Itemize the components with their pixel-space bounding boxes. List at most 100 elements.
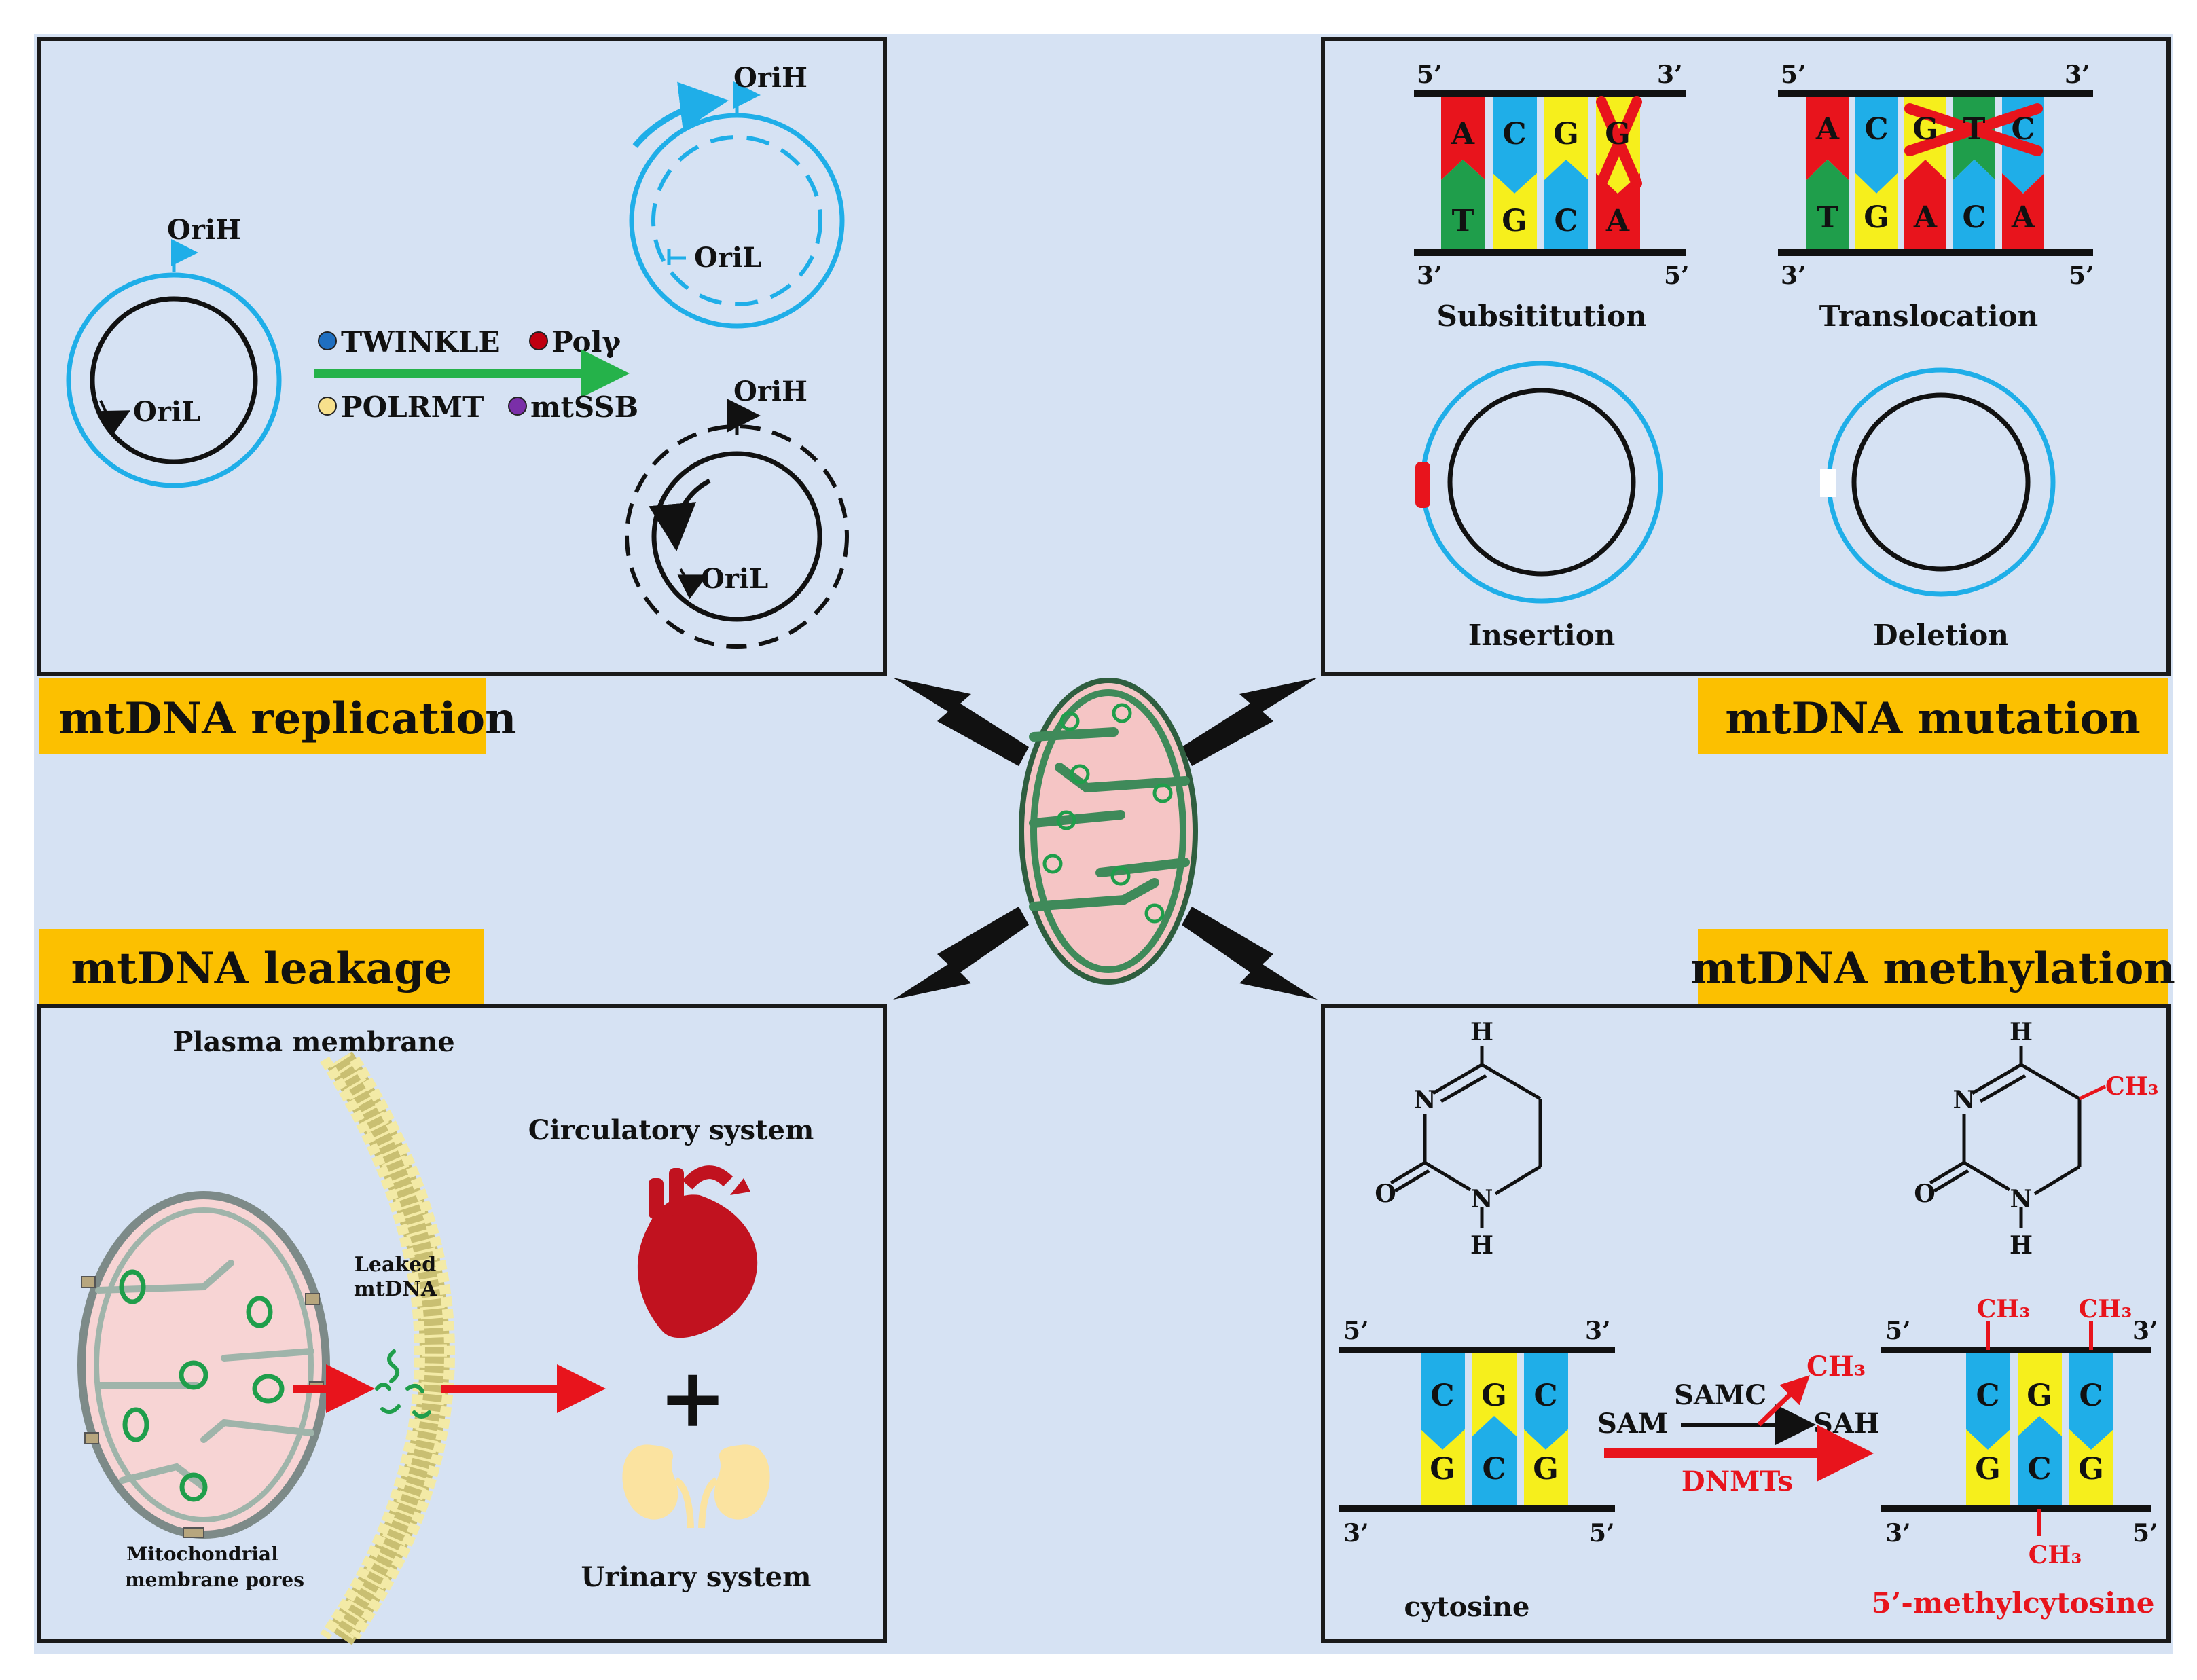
top-right-orih-arrow-icon (733, 81, 761, 117)
right-ch3-top-1: CH₃ (1977, 1295, 2030, 1323)
methylation-left-dna: 5’ 3’ 3’ 5’ C G C G C G (1339, 1317, 1615, 1548)
substitution-label: Subsititution (1436, 299, 1646, 333)
methylation-title: mtDNA methylation (1690, 943, 2175, 994)
substitution-top-3: 3’ (1657, 60, 1683, 89)
methylcytosine-structure (1929, 1046, 2107, 1228)
bottom-right-inner-arrow-icon (649, 478, 711, 551)
methylation-right-dna: 5’ 3’ 3’ 5’ C G C G C G CH₃ CH₃ CH₃ (1881, 1295, 2158, 1569)
leaky-mitochondrion-icon (77, 1191, 330, 1539)
mc-o: O (1914, 1180, 1935, 1208)
right-top-base-3: C (2079, 1378, 2103, 1413)
mc-n-bottom: N (2010, 1185, 2033, 1213)
insertion-segment (1415, 462, 1430, 508)
mc-n-ring: N (1953, 1086, 1976, 1114)
leaked-mtdna-fragments-icon (375, 1349, 431, 1419)
plasma-membrane-label: Plasma membrane (173, 1026, 454, 1058)
top-right-oril-arrow-icon (667, 249, 686, 265)
translocation-bottom-3: 3’ (1781, 261, 1806, 290)
sah-label: SAH (1813, 1408, 1880, 1440)
center-arrows (893, 678, 1318, 1000)
translocation-dna: 5’ 3’ 3’ 5’ A C G T C T G A C A Trans (1778, 60, 2094, 333)
bottom-right-orih-arrow-icon (727, 399, 761, 435)
mitochondrion-icon (1019, 678, 1198, 985)
arrow-to-leakage-icon (893, 907, 1029, 1000)
left-bottom-base-3: G (1533, 1452, 1559, 1486)
sub-top-base-1: A (1451, 117, 1475, 151)
replication-bottom-right-circle: OriH OriL (625, 376, 849, 649)
left-top-base-1: C (1430, 1378, 1454, 1413)
methylation-panel-frame (1321, 1004, 2171, 1643)
translocation-top-5: 5’ (1781, 60, 1806, 89)
translocation-top-3: 3’ (2065, 60, 2090, 89)
replication-title: mtDNA replication (58, 693, 517, 744)
replication-left-circle: OriH OriL (66, 214, 282, 488)
mc-h-top: H (2010, 1018, 2033, 1046)
sub-pair-3-top (1544, 97, 1588, 180)
arrow-to-methylation-icon (1182, 907, 1318, 1000)
trans-pair-3-bottom (1904, 160, 1946, 249)
insertion-label: Insertion (1468, 619, 1616, 652)
pores-label-line1: Mitochondrial (126, 1543, 278, 1565)
sub-pair-1-bottom (1441, 160, 1485, 249)
trans-bottom-base-3: A (1913, 200, 1938, 235)
right-bottom-base-3: G (2078, 1452, 2104, 1486)
left-dna-top-5: 5’ (1343, 1317, 1369, 1345)
replication-title-bar (39, 678, 486, 754)
top-right-arc-arrow-icon (632, 81, 729, 148)
bottom-right-orih-label: OriH (733, 376, 807, 407)
replication-top-right-circle: OriH OriL (629, 62, 845, 329)
left-orih-label: OriH (167, 214, 241, 246)
translocation-cross-icon (1904, 103, 2043, 156)
replication-factors: TWINKLE Polγ POLRMT mtSSB (314, 325, 638, 424)
arrow-to-replication-icon (893, 678, 1029, 766)
sub-pair-1-top (1441, 97, 1485, 180)
leakage-panel: Plasma membrane (37, 1004, 887, 1645)
leakage-title: mtDNA leakage (71, 943, 452, 994)
right-top-base-2: G (2027, 1378, 2052, 1413)
methylation-panel: H N O N H H N O N H CH₃ 5’ (1321, 1004, 2171, 1643)
right-bottom-base-2: C (2027, 1452, 2051, 1486)
plus-sign: + (659, 1350, 727, 1446)
cytosine-label: cytosine (1404, 1591, 1530, 1623)
circulatory-system-label: Circulatory system (528, 1114, 814, 1146)
sub-bottom-base-2: G (1502, 204, 1527, 238)
polg-dot (529, 331, 548, 350)
replication-panel-frame (37, 37, 887, 676)
top-right-orih-label: OriH (733, 62, 807, 94)
plasma-membrane-bilayer (327, 1051, 450, 1645)
right-ch3-top-2: CH₃ (2079, 1295, 2132, 1323)
sub-bottom-base-1: T (1452, 204, 1474, 238)
leaked-mtdna-label-line2: mtDNA (354, 1277, 437, 1301)
substitution-top-5: 5’ (1417, 60, 1442, 89)
methylation-reaction: SAM SAMC CH₃ SAH DNMTs (1597, 1351, 1880, 1497)
left-oril-label: OriL (133, 396, 200, 428)
polg-label: Polγ (551, 325, 621, 359)
trans-pair-4-top (1953, 97, 1995, 180)
trans-top-base-5: C (2011, 112, 2035, 147)
cytosine-structure (1390, 1046, 1542, 1228)
mc-ch3: CH₃ (2105, 1072, 2158, 1101)
sub-pair-2-bottom (1493, 173, 1537, 249)
heart-icon (637, 1165, 758, 1338)
mutation-title-bar (1698, 678, 2168, 754)
cyt-n-bottom: N (1471, 1185, 1493, 1213)
substitution-cross-icon (1596, 96, 1642, 189)
top-right-oril-label: OriL (694, 242, 761, 274)
samc-label: SAMC (1674, 1379, 1766, 1411)
cyt-n-ring: N (1414, 1086, 1436, 1114)
cyt-h-bottom: H (1470, 1231, 1493, 1260)
ch3-release-arrow (1757, 1375, 1811, 1427)
trans-bottom-base-4: C (1962, 200, 1986, 235)
left-top-base-2: G (1481, 1378, 1507, 1413)
trans-pair-1-bottom (1806, 160, 1849, 249)
sub-bottom-base-4: A (1605, 204, 1630, 238)
trans-pair-2-top (1855, 97, 1898, 194)
mtssb-label: mtSSB (530, 390, 638, 424)
right-bottom-base-1: G (1975, 1452, 2001, 1486)
cyt-o: O (1375, 1180, 1396, 1208)
dnmts-label: DNMTs (1682, 1465, 1793, 1497)
right-dna-bottom-3: 3’ (1885, 1519, 1911, 1548)
trans-top-base-1: A (1815, 112, 1840, 147)
sub-top-base-3: G (1553, 117, 1579, 151)
substitution-bottom-3: 3’ (1417, 261, 1442, 290)
